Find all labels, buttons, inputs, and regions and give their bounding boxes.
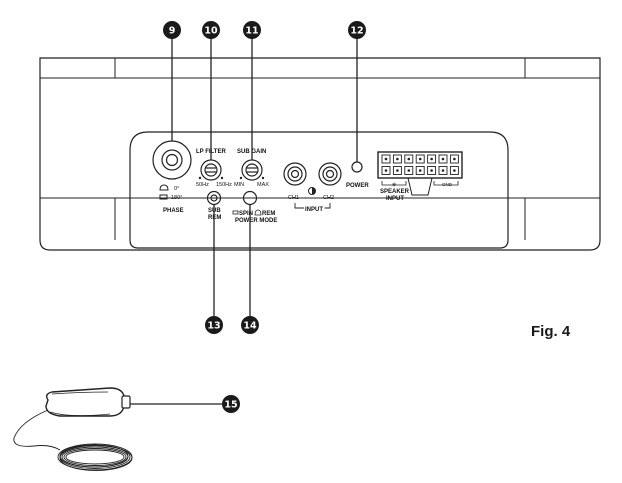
speaker-pin: [392, 166, 402, 175]
sub-gain-min-label: MIN: [234, 182, 244, 188]
lp-filter-knob[interactable]: [200, 159, 222, 181]
phase-180-label: 180°: [171, 195, 182, 201]
speaker-pin-contact: [430, 157, 433, 161]
speaker-pin-contact: [441, 169, 445, 172]
phase-180-icon: [159, 194, 168, 200]
svg-text:13: 13: [207, 321, 220, 332]
speaker-pin: [415, 166, 425, 175]
speaker-plus-label: ⊕: [392, 182, 396, 188]
sub-rem-label-line2: REM: [208, 215, 221, 221]
speaker-pin-contact: [384, 169, 388, 172]
speaker-pin: [449, 154, 459, 164]
speaker-pin-contact: [418, 157, 422, 161]
speaker-pin: [438, 166, 448, 175]
phase-title: PHASE: [163, 208, 184, 214]
power-led: [351, 161, 363, 173]
sub-rem-jack[interactable]: [206, 190, 222, 206]
lp-filter-max-label: 150Hz: [216, 182, 232, 188]
speaker-pin: [381, 166, 391, 175]
callout-13: 13: [205, 316, 223, 334]
power-mode-title: POWER MODE: [235, 218, 277, 224]
input-title: INPUT: [305, 207, 323, 213]
speaker-plus-bracket: [381, 181, 407, 186]
speaker-pin: [427, 166, 437, 175]
callout-11: 11: [243, 21, 261, 39]
callout-10: 10: [202, 21, 220, 39]
amplifier-body: [39, 57, 601, 251]
speaker-pin-contact: [396, 169, 399, 172]
speaker-pin: [381, 154, 391, 164]
rem-icon: [254, 209, 262, 216]
speaker-pin: [427, 154, 437, 164]
spin-icon: [232, 210, 239, 215]
speaker-pin: [415, 154, 425, 164]
input-bracket: [294, 203, 331, 209]
speaker-pin-contact: [407, 169, 411, 172]
callout-9: 9: [163, 21, 181, 39]
speaker-pin-contact: [407, 157, 411, 161]
rem-label: REM: [262, 211, 275, 217]
speaker-gnd-label: GND: [442, 182, 453, 187]
ground-symbol-icon: [308, 187, 316, 195]
phase-switch[interactable]: [152, 140, 192, 180]
ch2-label: CH2: [323, 195, 334, 201]
power-mode-switch[interactable]: [242, 190, 258, 206]
rca-input-ch1[interactable]: [283, 162, 307, 186]
speaker-pin-contact: [396, 157, 399, 161]
speaker-pin-contact: [430, 169, 433, 172]
speaker-pin: [392, 154, 402, 164]
svg-text:15: 15: [224, 400, 237, 411]
speaker-pin-contact: [384, 157, 388, 161]
speaker-pin: [438, 154, 448, 164]
remote-level-control[interactable]: [45, 387, 131, 417]
sub-gain-knob[interactable]: [241, 159, 263, 181]
sub-gain-max-label: MAX: [257, 182, 269, 188]
callout-12: 12: [348, 21, 366, 39]
speaker-pin: [404, 154, 414, 164]
power-label: POWER: [346, 183, 369, 189]
speaker-input-label-line2: INPUT: [386, 196, 404, 202]
speaker-input-connector[interactable]: [377, 151, 463, 179]
callout-leaders: [130, 38, 358, 405]
lp-filter-min-label: 50Hz: [196, 182, 209, 188]
rca-input-ch2[interactable]: [318, 162, 342, 186]
ch1-label: CH1: [288, 195, 299, 201]
remote-cable: [13, 409, 133, 471]
speaker-key-tab: [407, 177, 433, 196]
svg-text:10: 10: [204, 26, 218, 37]
callout-15: 15: [222, 395, 240, 413]
sub-rem-label-line1: SUB: [208, 208, 221, 214]
speaker-pin-contact: [441, 157, 445, 161]
speaker-pin-contact: [453, 157, 456, 161]
svg-text:9: 9: [169, 26, 176, 37]
phase-zero-label: 0°: [174, 186, 179, 192]
speaker-pin: [449, 166, 459, 175]
speaker-input-label-line1: SPEAKER: [380, 189, 410, 195]
phase-zero-icon: [159, 184, 169, 191]
speaker-pin-contact: [418, 169, 422, 172]
spin-label: SPIN: [239, 211, 253, 217]
svg-text:11: 11: [245, 26, 258, 37]
figure-label: Fig. 4: [531, 323, 571, 340]
svg-text:14: 14: [243, 321, 257, 332]
callout-14: 14: [241, 316, 259, 334]
speaker-pin: [404, 166, 414, 175]
speaker-pin-contact: [453, 169, 456, 172]
svg-text:12: 12: [350, 26, 363, 37]
speaker-gnd-bracket: [433, 181, 459, 186]
